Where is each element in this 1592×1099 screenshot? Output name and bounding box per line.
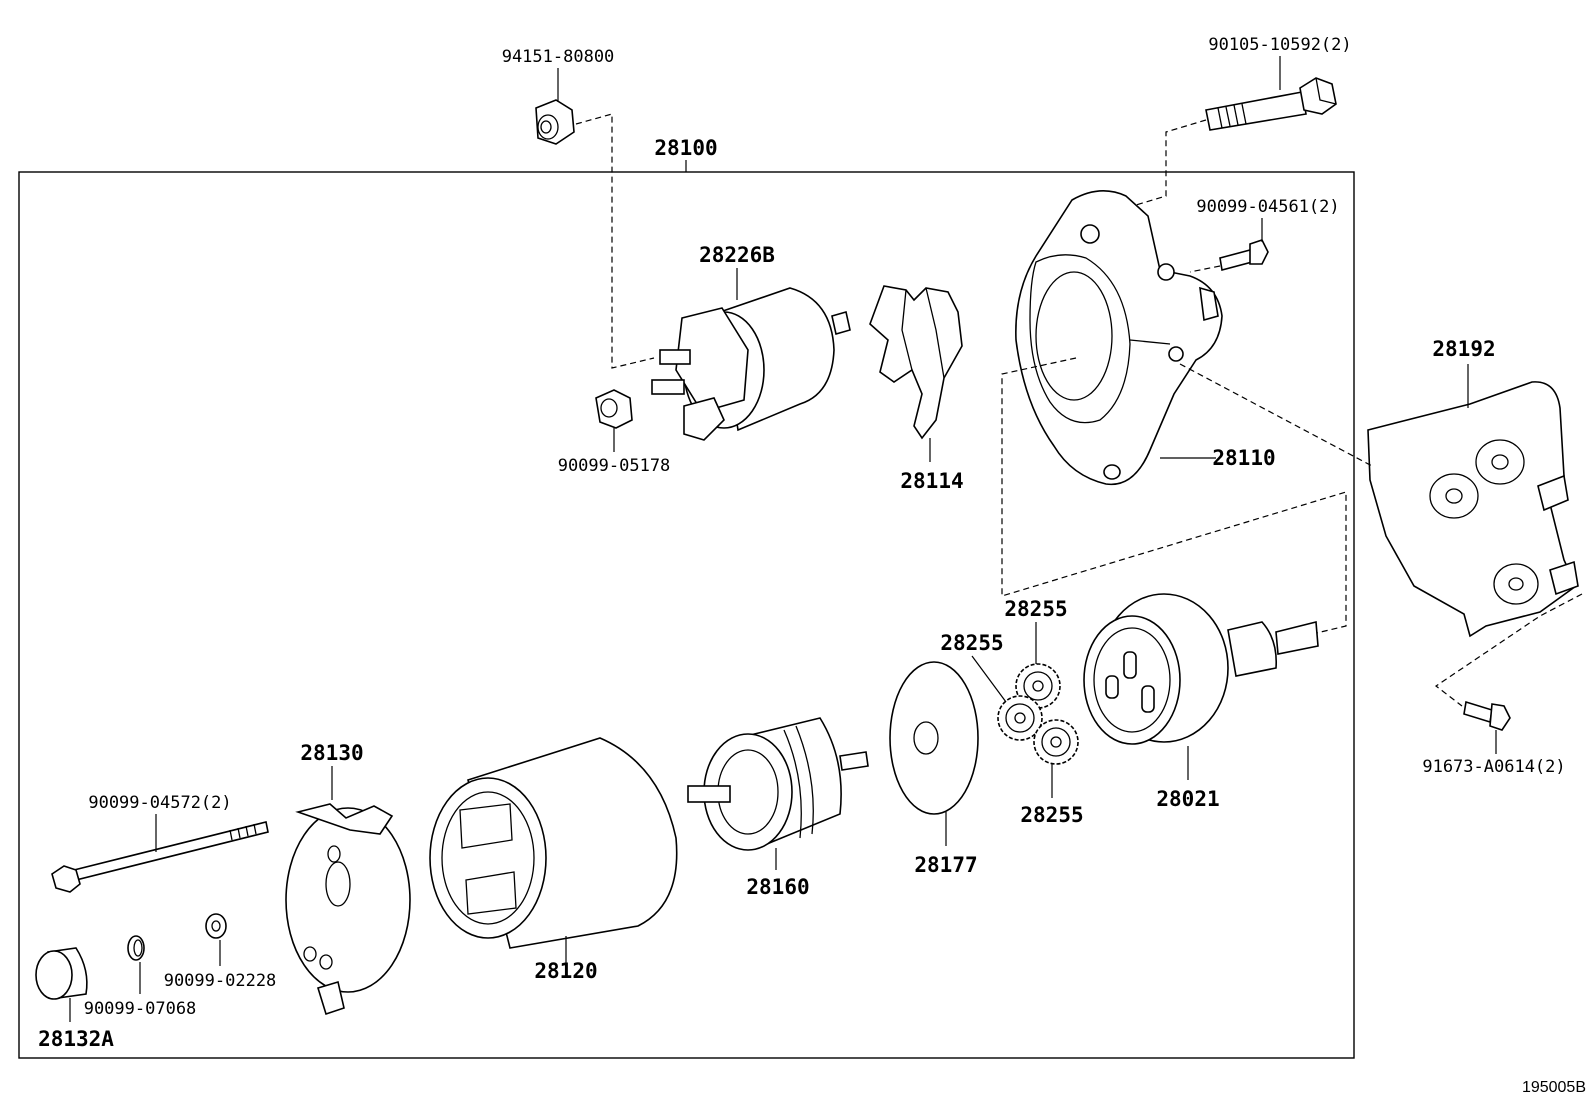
label-94151-80800: 94151-80800: [502, 47, 615, 67]
nut-90099-05178-icon: [595, 389, 633, 429]
label-28130: 28130: [300, 741, 363, 765]
label-28114: 28114: [900, 469, 963, 493]
cap-28132a-icon: [35, 947, 88, 1000]
bolt-91673-icon: [1463, 700, 1511, 731]
label-28255-left: 28255: [940, 631, 1003, 655]
diagram-code: 195005B: [1522, 1079, 1586, 1096]
label-91673-A0614: 91673-A0614(2): [1422, 757, 1565, 777]
armature-28160-icon: [687, 717, 869, 851]
label-28110: 28110: [1212, 446, 1275, 470]
label-28192: 28192: [1432, 337, 1495, 361]
label-28255-top: 28255: [1004, 597, 1067, 621]
gear-28255-b-icon: [997, 695, 1043, 741]
clutch-28021-icon: [1083, 593, 1319, 745]
ring-90099-07068-icon: [127, 935, 145, 961]
yoke-28120-icon: [429, 737, 678, 949]
label-28255-bottom: 28255: [1020, 803, 1083, 827]
plate-28192-icon: [1367, 381, 1579, 638]
bolt-90099-04561-icon: [1219, 239, 1269, 271]
through-bolt-90099-04572-icon: [51, 821, 269, 893]
label-28226B: 28226B: [699, 243, 775, 267]
label-90105-10592: 90105-10592(2): [1208, 35, 1351, 55]
label-90099-05178: 90099-05178: [558, 456, 671, 476]
label-90099-04561: 90099-04561(2): [1196, 197, 1339, 217]
label-28177: 28177: [914, 853, 977, 877]
label-90099-02228: 90099-02228: [164, 971, 277, 991]
label-28132A: 28132A: [38, 1027, 114, 1051]
housing-28110-icon: [1015, 190, 1223, 486]
label-90099-04572: 90099-04572(2): [88, 793, 231, 813]
plate-28177-icon: [889, 661, 979, 815]
lever-28114-icon: [869, 285, 963, 440]
label-28160: 28160: [746, 875, 809, 899]
end-frame-28130-icon: [285, 803, 411, 1016]
label-28021: 28021: [1156, 787, 1219, 811]
label-28120: 28120: [534, 959, 597, 983]
solenoid-28226b-icon: [651, 287, 851, 441]
washer-90099-02228-icon: [205, 913, 227, 939]
nut-94151-icon: [535, 99, 575, 145]
label-28100: 28100: [654, 136, 717, 160]
gear-28255-c-icon: [1033, 719, 1079, 765]
bolt-90105-icon: [1205, 77, 1337, 131]
label-90099-07068: 90099-07068: [84, 999, 197, 1019]
